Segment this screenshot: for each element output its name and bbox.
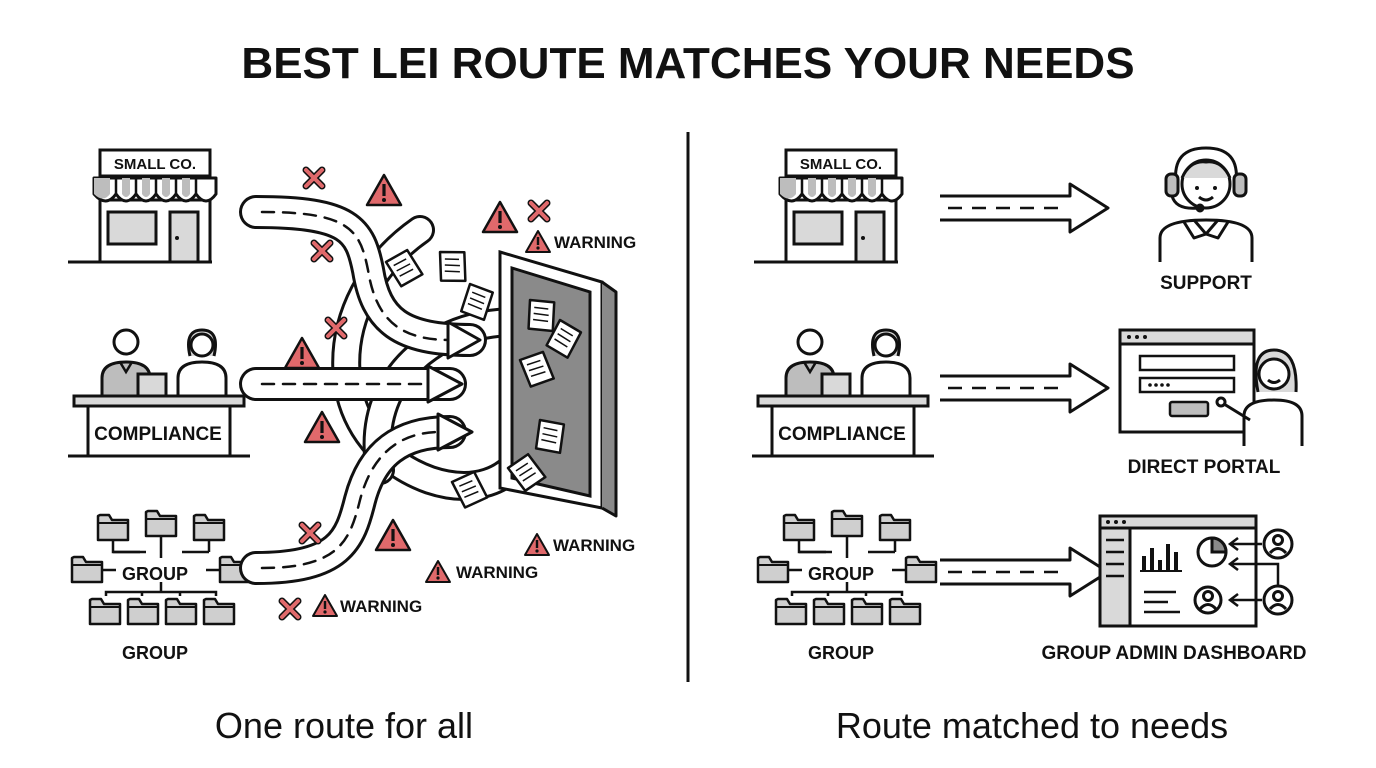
dashboard-user-icons <box>1227 528 1294 616</box>
left-panel: SMALL CO. COMPLIANCE GROUP GROUP <box>66 148 636 746</box>
destination-label-portal: DIRECT PORTAL <box>1128 457 1281 478</box>
destination-label-dashboard: GROUP ADMIN DASHBOARD <box>1042 643 1307 664</box>
diagram-title: BEST LEI ROUTE MATCHES YOUR NEEDS <box>241 39 1134 88</box>
portal-window-icon <box>1118 328 1256 434</box>
left-group-bottom-label: GROUP <box>122 643 188 663</box>
right-shop-sign-label: SMALL CO. <box>800 156 882 173</box>
left-shop-sign-label: SMALL CO. <box>114 156 196 173</box>
right-compliance-label: COMPLIANCE <box>778 424 906 445</box>
warning-icon <box>374 518 412 552</box>
warning-icon <box>365 173 403 207</box>
left-panel-caption: One route for all <box>215 705 473 746</box>
route-arrow-portal <box>938 362 1110 414</box>
tangle-arrowheads <box>426 320 482 452</box>
support-agent-icon <box>1158 146 1254 262</box>
warning-label: WARNING <box>553 536 635 555</box>
right-panel-caption: Route matched to needs <box>836 705 1228 746</box>
route-arrow-support <box>938 182 1110 234</box>
route-arrow-dashboard <box>938 546 1110 598</box>
left-group-center-label: GROUP <box>122 564 188 584</box>
admin-dashboard-icon <box>1098 514 1258 628</box>
left-compliance-label: COMPLIANCE <box>94 424 222 445</box>
warning-icon <box>425 560 451 583</box>
warning-label: WARNING <box>554 233 636 252</box>
x-mark-icon <box>282 601 298 617</box>
warning-label: WARNING <box>340 597 422 616</box>
x-mark-icon <box>302 525 318 541</box>
x-mark-icon <box>306 170 322 186</box>
right-group-bottom-label: GROUP <box>808 643 874 663</box>
warning-icon <box>525 230 551 253</box>
warning-label: WARNING <box>456 563 538 582</box>
blocked-doorway-icon <box>498 249 618 518</box>
x-mark-icon <box>314 243 330 259</box>
warning-icon <box>524 533 550 556</box>
portal-user-icon <box>1215 348 1304 446</box>
right-panel: SMALL CO. SUPPORT COMPLIANCE <box>750 146 1307 746</box>
warning-icon <box>303 410 341 444</box>
destination-label-support: SUPPORT <box>1160 273 1252 294</box>
warning-icon <box>481 200 519 234</box>
warning-icon <box>312 594 338 617</box>
warning-icon <box>283 336 321 370</box>
right-group-center-label: GROUP <box>808 564 874 584</box>
x-mark-icon <box>531 203 547 219</box>
